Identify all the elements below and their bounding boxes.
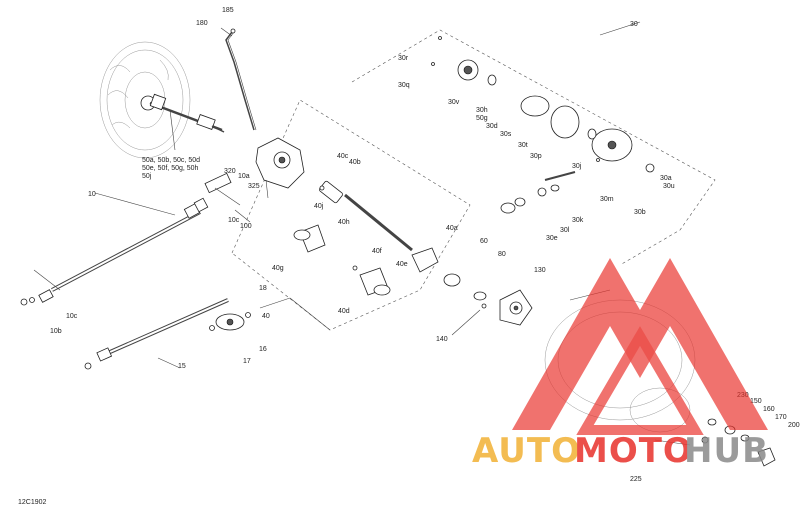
callout-15: 15: [178, 363, 186, 370]
callout-30a: 30a: [660, 175, 672, 182]
callout-40b: 40b: [349, 159, 361, 166]
callout-225: 225: [630, 476, 642, 483]
callout-30h: 30h: [476, 107, 488, 114]
callout-40: 40: [262, 313, 270, 320]
watermark-text-auto: AUTO: [472, 431, 581, 471]
callout-30k: 30k: [572, 217, 584, 224]
callout-40d: 40d: [338, 308, 350, 315]
callout-40f: 40f: [372, 248, 382, 255]
callout-320: 320: [224, 168, 236, 175]
callout-60: 60: [480, 238, 488, 245]
callout-30t: 30t: [518, 142, 528, 149]
callouts: 185 180 30 30r 30q 30v 30h 50g 30d 30s 3…: [18, 7, 800, 506]
callout-40c: 40c: [337, 153, 349, 160]
callout-200: 200: [788, 422, 800, 429]
callout-160: 160: [763, 406, 775, 413]
callout-17: 17: [243, 358, 251, 365]
front-drive-shaft-50: [149, 93, 225, 151]
callout-50g: 50g: [476, 115, 488, 122]
callout-50j: 50j: [142, 173, 152, 180]
callout-30b: 30b: [634, 209, 646, 216]
leader-lines: [33, 21, 691, 446]
callout-50-list-1: 50a, 50b, 50c, 50d: [142, 157, 200, 164]
coupler-60-80: [443, 273, 487, 309]
front-wheel: [99, 41, 191, 159]
callout-180: 180: [196, 20, 208, 27]
group-outline-40: [231, 99, 471, 331]
propeller-shaft-40: [293, 180, 439, 296]
callout-80: 80: [498, 251, 506, 258]
drive-shaft-15: [84, 298, 251, 370]
callout-16: 16: [259, 346, 267, 353]
callout-40j: 40j: [314, 203, 324, 210]
callout-30v: 30v: [448, 99, 460, 106]
rear-hub-130: [499, 289, 533, 326]
callout-30d: 30d: [486, 123, 498, 130]
callout-30: 30: [630, 21, 638, 28]
callout-30p: 30p: [530, 153, 542, 160]
callout-185: 185: [222, 7, 234, 14]
diagram-code: 12C1902: [18, 499, 47, 506]
callout-140: 140: [436, 336, 448, 343]
rear-differential-30: [431, 36, 655, 214]
callout-30u: 30u: [663, 183, 675, 190]
callout-325: 325: [248, 183, 260, 190]
callout-40a: 40a: [446, 225, 458, 232]
callout-30j: 30j: [572, 163, 582, 170]
callout-30e: 30e: [546, 235, 558, 242]
callout-130: 130: [534, 267, 546, 274]
front-differential: [204, 137, 305, 206]
callout-10c-top: 10c: [228, 217, 240, 224]
callout-50-list-2: 50e, 50f, 50g, 50h: [142, 165, 199, 172]
callout-30s: 30s: [500, 131, 512, 138]
callout-40h: 40h: [338, 219, 350, 226]
callout-10b: 10b: [50, 328, 62, 335]
watermark-text-hub: HUB: [684, 431, 769, 471]
callout-10c: 10c: [66, 313, 78, 320]
callout-30q: 30q: [398, 82, 410, 89]
callout-10a: 10a: [238, 173, 250, 180]
watermark-logo: AUTO MOTO HUB: [472, 258, 769, 471]
callout-100: 100: [240, 223, 252, 230]
callout-30l: 30l: [560, 227, 570, 234]
callout-170: 170: [775, 414, 787, 421]
watermark-text-moto: MOTO: [574, 431, 693, 471]
callout-30m: 30m: [600, 196, 614, 203]
drive-shaft-10: [20, 197, 209, 306]
group-outline-30: [351, 29, 716, 266]
callout-40g: 40g: [272, 265, 284, 272]
callout-30r: 30r: [398, 55, 409, 62]
vent-hose: [220, 27, 257, 131]
callout-18: 18: [259, 285, 267, 292]
callout-150: 150: [750, 398, 762, 405]
callout-10: 10: [88, 191, 96, 198]
callout-40e: 40e: [396, 261, 408, 268]
